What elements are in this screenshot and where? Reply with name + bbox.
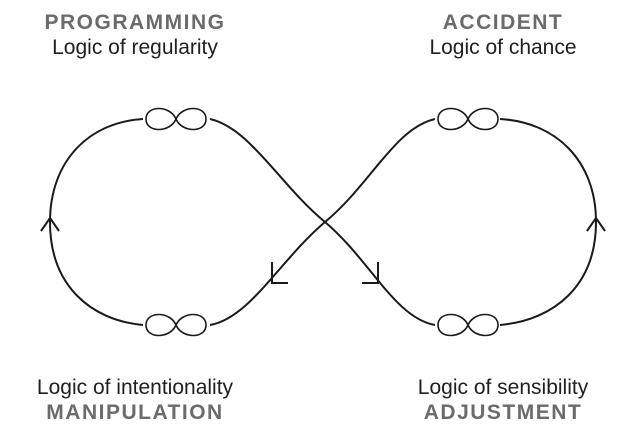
arrowhead-icon: [40, 216, 60, 232]
node-heading: MANIPULATION: [46, 401, 224, 425]
infinity-icon: [145, 107, 207, 131]
arrowhead-icon: [362, 262, 379, 284]
node-adjustment: Logic of sensibility ADJUSTMENT: [386, 375, 620, 425]
node-heading: ADJUSTMENT: [423, 401, 583, 425]
arrowhead-icon: [271, 262, 288, 284]
node-subtitle: Logic of regularity: [52, 36, 218, 60]
infinity-icon: [437, 107, 499, 131]
infinity-loop-path: [48, 118, 598, 326]
node-heading: ACCIDENT: [442, 11, 564, 34]
arrowhead-icon: [586, 216, 606, 232]
node-subtitle: Logic of chance: [429, 36, 577, 60]
node-heading: PROGRAMMING: [44, 11, 226, 34]
node-manipulation: Logic of intentionality MANIPULATION: [10, 375, 260, 425]
node-accident: ACCIDENT Logic of chance: [386, 10, 620, 60]
node-subtitle: Logic of sensibility: [417, 376, 589, 399]
node-subtitle: Logic of intentionality: [36, 376, 234, 399]
node-programming: PROGRAMMING Logic of regularity: [10, 10, 260, 60]
infinity-icon: [437, 313, 499, 337]
infinity-icon: [145, 313, 207, 337]
